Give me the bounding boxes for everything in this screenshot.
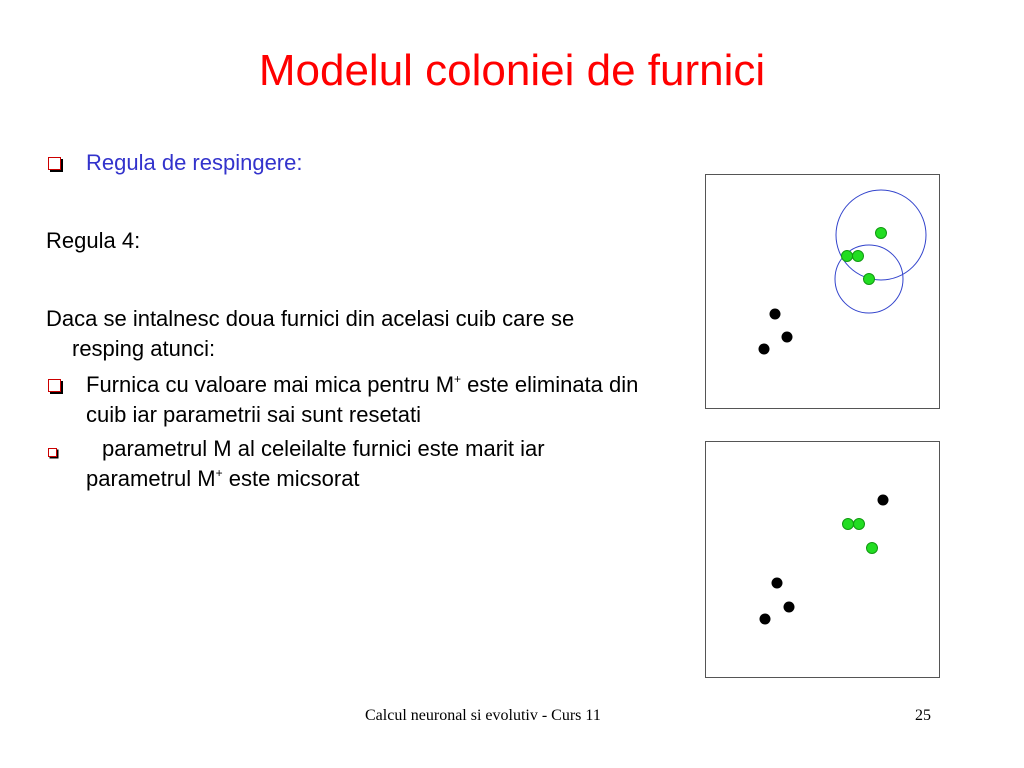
repulsion-radius-circle [834, 244, 904, 314]
bullet1-superscript: + [454, 372, 462, 386]
square-bullet-icon [48, 157, 61, 170]
ants-after-diagram [705, 441, 940, 678]
rule-number: Regula 4: [46, 228, 141, 253]
square-bullet-icon [48, 379, 61, 392]
rule-condition: Daca se intalnesc doua furnici din acela… [46, 306, 575, 361]
black-ant [769, 308, 781, 320]
bullet-item-1: Furnica cu valoare mai mica pentru M+ es… [46, 370, 646, 430]
footer-page-number: 25 [915, 707, 931, 724]
black-ant [759, 613, 771, 625]
green-ant [841, 250, 853, 262]
green-ant [863, 273, 875, 285]
green-ant [853, 518, 865, 530]
black-ant [783, 601, 795, 613]
green-ant [852, 250, 864, 262]
footer-course: Calcul neuronal si evolutiv - Curs 11 [365, 707, 601, 724]
bullet1-text-start: Furnica cu valoare mai mica pentru M [86, 372, 455, 397]
bullet2-text-start: parametrul M al celeilalte furnici este … [86, 436, 545, 491]
black-ant [771, 577, 783, 589]
green-ant [842, 518, 854, 530]
black-ant [781, 331, 793, 343]
rule-heading: Regula de respingere: [86, 150, 303, 175]
bullet2-superscript: + [215, 466, 223, 480]
repulsion-radius-circle [835, 189, 927, 281]
rule-heading-line: Regula de respingere: [46, 148, 646, 178]
slide-title: Modelul coloniei de furnici [258, 46, 766, 95]
bullet2-text-end: este micsorat [222, 466, 360, 491]
green-ant [875, 227, 887, 239]
bullet-item-2: parametrul M al celeilalte furnici este … [46, 434, 646, 494]
green-ant [866, 542, 878, 554]
black-ant [877, 494, 889, 506]
black-ant [758, 343, 770, 355]
ants-before-diagram [705, 174, 940, 409]
slide-content: Regula de respingere: Regula 4: Daca se … [46, 148, 646, 494]
bullet1-text-end: este eliminata din cuib iar parametrii s… [86, 372, 639, 427]
square-bullet-icon [48, 448, 57, 457]
